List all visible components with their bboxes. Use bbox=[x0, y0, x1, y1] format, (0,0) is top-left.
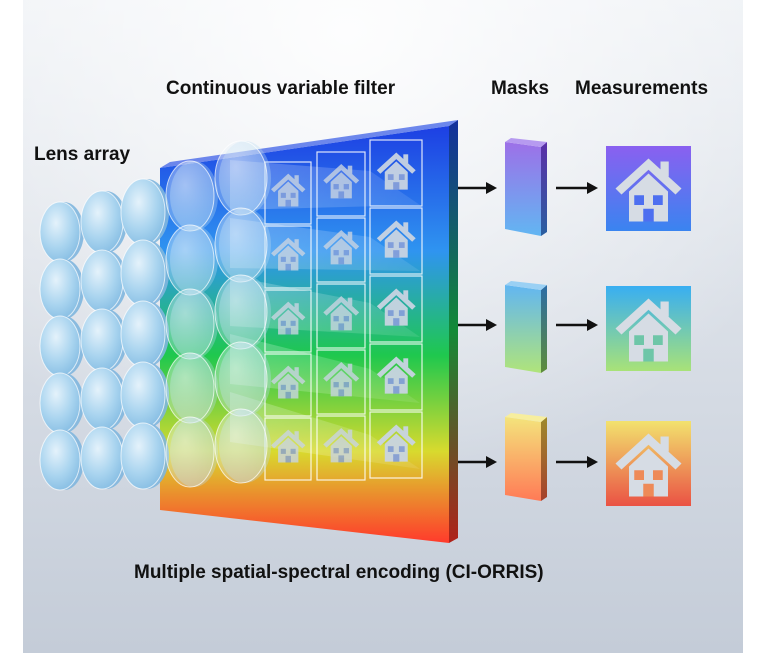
filter-cell bbox=[316, 217, 366, 283]
arrow-right-icon bbox=[458, 456, 497, 468]
measurement-1 bbox=[606, 146, 691, 231]
filter-cell-grid bbox=[264, 139, 423, 481]
filter-cell bbox=[369, 411, 423, 479]
lens bbox=[165, 416, 218, 488]
lens bbox=[120, 422, 169, 490]
lens bbox=[165, 160, 218, 232]
lens bbox=[39, 429, 84, 491]
caption: Multiple spatial-spectral encoding (CI-O… bbox=[134, 562, 544, 583]
lens bbox=[120, 361, 169, 429]
lens bbox=[80, 367, 127, 431]
light-beam bbox=[230, 392, 420, 469]
lens bbox=[80, 190, 127, 254]
light-beam bbox=[230, 218, 420, 271]
lens bbox=[120, 239, 169, 307]
light-beams bbox=[230, 160, 420, 469]
arrow-right-icon bbox=[458, 319, 497, 331]
light-beam bbox=[230, 160, 420, 210]
lens bbox=[120, 178, 169, 246]
lens bbox=[39, 258, 84, 320]
lens bbox=[80, 308, 127, 372]
lens bbox=[39, 372, 84, 434]
filter-cell bbox=[369, 343, 423, 411]
arrow-right-icon bbox=[458, 182, 497, 194]
filter-cell bbox=[369, 139, 423, 207]
mask-1 bbox=[505, 138, 547, 236]
light-beam bbox=[230, 276, 420, 337]
measurement-2 bbox=[606, 286, 691, 371]
lens bbox=[214, 140, 271, 216]
filter-cell bbox=[316, 151, 366, 217]
lens bbox=[39, 201, 84, 263]
lens bbox=[80, 249, 127, 313]
mask-3 bbox=[505, 413, 547, 501]
light-beam bbox=[230, 334, 420, 403]
lens bbox=[120, 300, 169, 368]
lens bbox=[165, 288, 218, 360]
filter-cell bbox=[369, 275, 423, 343]
measurement-3 bbox=[606, 421, 691, 506]
mask-2 bbox=[505, 281, 547, 373]
lens bbox=[165, 224, 218, 296]
filter-cell bbox=[316, 415, 366, 481]
lens bbox=[39, 315, 84, 377]
lens bbox=[80, 426, 127, 490]
filter-edge bbox=[449, 120, 458, 543]
filter-cell bbox=[316, 349, 366, 415]
measurements-label: Measurements bbox=[575, 78, 709, 99]
lens bbox=[214, 274, 271, 350]
lens-array-label: Lens array bbox=[34, 144, 131, 165]
arrow-right-icon bbox=[556, 456, 598, 468]
filter-cell bbox=[316, 283, 366, 349]
filter-cell bbox=[369, 207, 423, 275]
lens-array bbox=[39, 140, 271, 491]
lens bbox=[214, 408, 271, 484]
lens bbox=[214, 207, 271, 283]
arrows bbox=[458, 182, 598, 468]
lens bbox=[165, 352, 218, 424]
masks-label: Masks bbox=[491, 78, 550, 99]
filter-label: Continuous variable filter bbox=[166, 78, 396, 99]
lens bbox=[214, 341, 271, 417]
arrow-right-icon bbox=[556, 182, 598, 194]
arrow-right-icon bbox=[556, 319, 598, 331]
